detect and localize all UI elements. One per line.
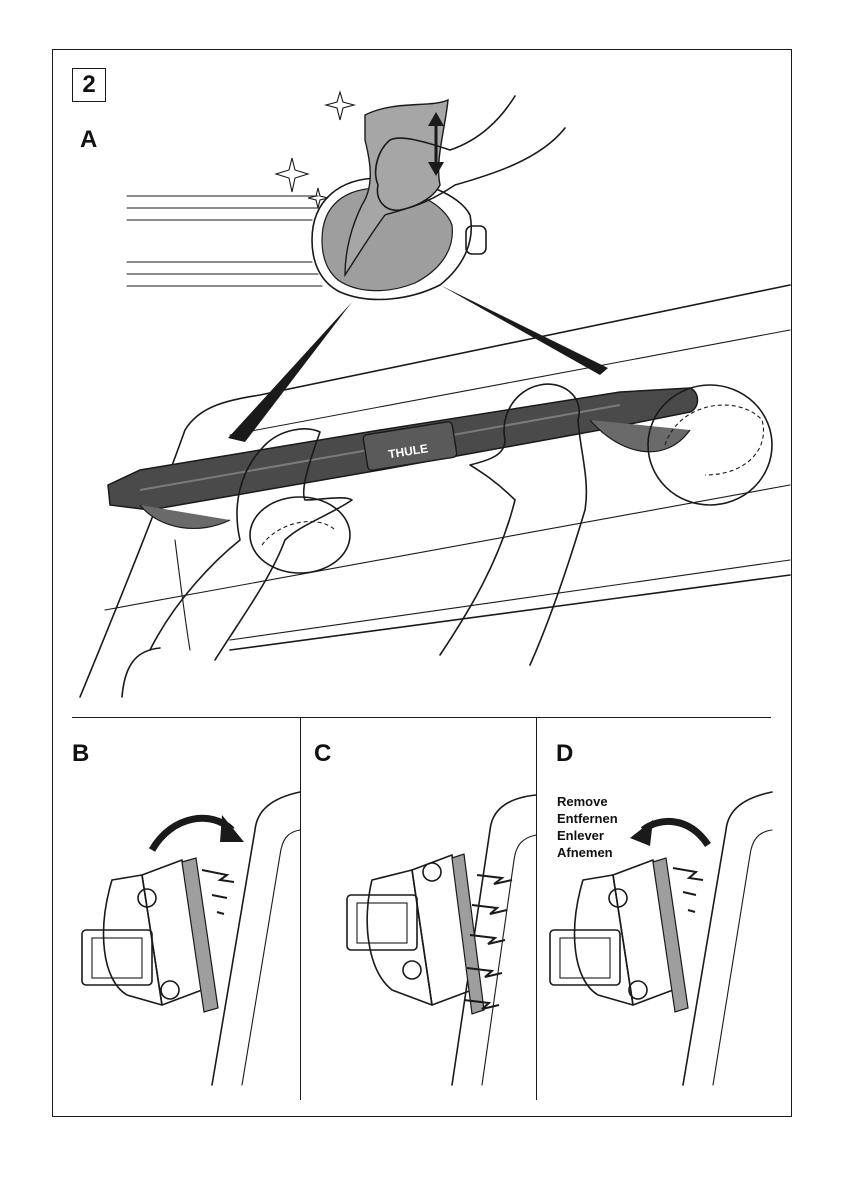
panel-letter-d: D — [556, 740, 573, 768]
panel-divider-c-d — [536, 717, 537, 1100]
zoom-cone-left — [228, 302, 352, 442]
speed-lines — [127, 196, 322, 286]
curved-arrow-back-icon — [643, 821, 708, 845]
roof-suction-pad-left — [250, 497, 350, 573]
rack-foot-d — [550, 858, 688, 1012]
panel-divider-horizontal — [72, 717, 771, 718]
panel-b-illustration — [72, 780, 300, 1100]
car-roof-line-3 — [230, 575, 790, 650]
car-window-edge — [122, 648, 160, 697]
pressure-marks — [202, 870, 234, 914]
panel-divider-b-c — [300, 717, 301, 1100]
panel-letter-c: C — [314, 740, 331, 768]
zoom-cone-right — [440, 285, 608, 375]
panel-c-illustration — [302, 780, 536, 1100]
panel-d-illustration — [538, 780, 772, 1100]
rack-foot-b — [82, 858, 218, 1012]
panel-letter-b: B — [72, 740, 89, 768]
rack-foot-c — [347, 854, 484, 1014]
pressure-marks-d — [673, 868, 703, 912]
sparkle-icon — [276, 92, 354, 208]
curved-arrow-icon — [152, 818, 232, 850]
car-roof-line-2 — [105, 485, 790, 610]
panel-a-illustration: THULE — [0, 0, 842, 720]
